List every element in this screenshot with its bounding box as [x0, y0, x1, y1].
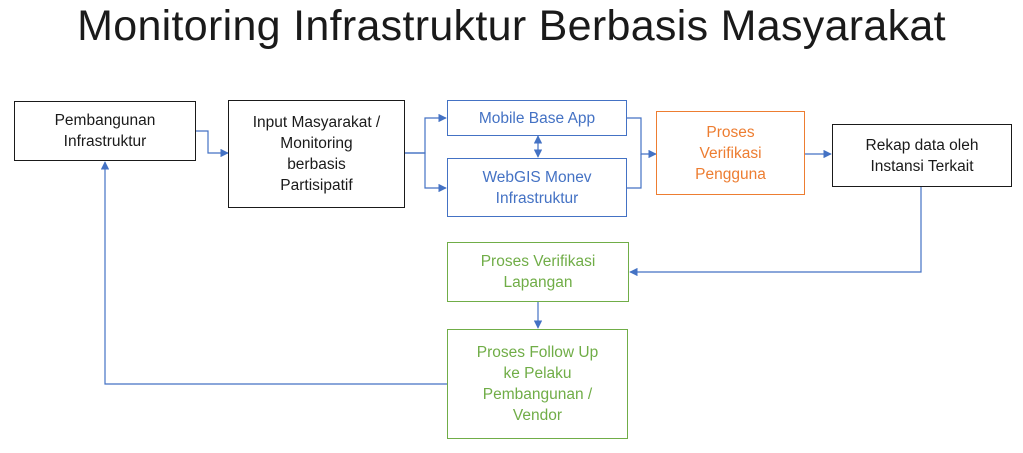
- connector-input-webgis: [405, 152, 447, 193]
- node-mobile-base-app: Mobile Base App: [447, 100, 627, 136]
- node-verifikasi-pengguna: Proses Verifikasi Pengguna: [656, 111, 805, 195]
- connector-rekap-lapangan: [629, 187, 922, 277]
- connector-followup-pembangunan: [100, 161, 447, 385]
- connector-input-mobile: [405, 113, 447, 154]
- node-rekap-data: Rekap data oleh Instansi Terkait: [832, 124, 1012, 187]
- node-webgis-monev: WebGIS Monev Infrastruktur: [447, 158, 627, 217]
- connector-webgis-verifikasi: [627, 154, 642, 189]
- node-follow-up: Proses Follow Up ke Pelaku Pembangunan /…: [447, 329, 628, 439]
- connector-pembangunan-input: [196, 130, 229, 158]
- diagram-title: Monitoring Infrastruktur Berbasis Masyar…: [77, 2, 946, 50]
- node-pembangunan-infrastruktur: Pembangunan Infrastruktur: [14, 101, 196, 161]
- node-input-masyarakat: Input Masyarakat / Monitoring berbasis P…: [228, 100, 405, 208]
- connector-mobile-verifikasi: [627, 117, 657, 159]
- node-verifikasi-lapangan: Proses Verifikasi Lapangan: [447, 242, 629, 302]
